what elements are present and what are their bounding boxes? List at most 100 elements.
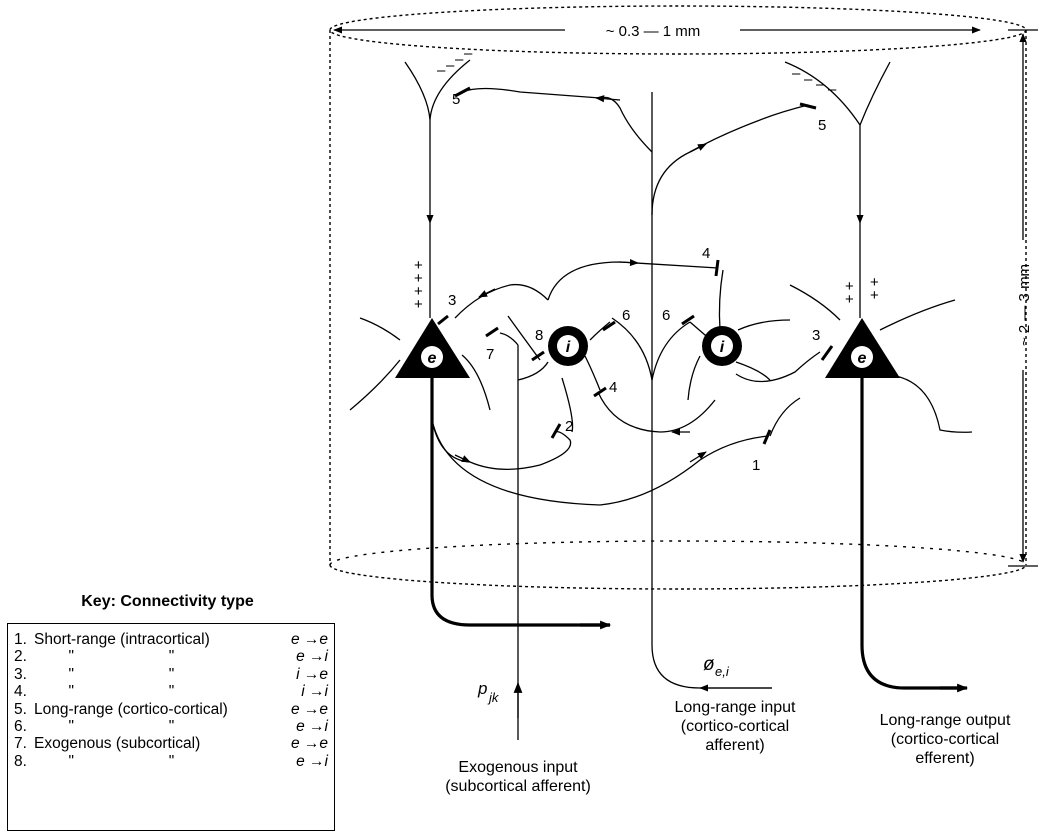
key-row-type: e →e (290, 631, 328, 648)
width-label: ~ 0.3 — 1 mm (606, 23, 701, 40)
left-pyramidal-dendrites (349, 59, 491, 411)
right-excitatory-neuron: e (825, 318, 900, 378)
synapse-number-6-left: 6 (622, 307, 630, 324)
key-row-number: 1. (14, 631, 27, 648)
right-inhibitory-neuron: i (702, 326, 742, 366)
height-dimension (1008, 29, 1038, 567)
svg-text:(cortico-cortical: (cortico-cortical (681, 718, 789, 735)
exogenous-input-axon (499, 332, 549, 740)
synapse-number-4-mid: 4 (609, 379, 617, 396)
key-row-text: " " (34, 683, 175, 701)
height-label: ~ 2 — 3 mm (1016, 264, 1033, 346)
long-range-input-caption: Long-range input (cortico-cortical affer… (675, 699, 797, 754)
svg-text:e,i: e,i (715, 664, 730, 679)
synapse-number-7: 7 (486, 346, 494, 363)
synapse-number-2: 2 (565, 418, 573, 435)
synapse-number-4-top: 4 (702, 245, 710, 262)
key-row-text: " " (34, 648, 175, 666)
key-row-type: e →e (290, 735, 328, 753)
key-row-number: 8. (14, 752, 27, 770)
key-row-type: i →i (301, 683, 328, 701)
key-row-type: e →i (296, 718, 328, 736)
svg-text:–: – (446, 57, 455, 74)
key-row: 4. " " i →i (14, 683, 328, 700)
long-range-output-caption: Long-range output (cortico-cortical effe… (880, 712, 1011, 767)
svg-text:–: – (437, 62, 446, 79)
key-row-type: e →i (296, 648, 328, 666)
synapse-numbers: 1 2 3 3 4 4 5 5 6 6 7 8 (448, 91, 826, 474)
synapse-number-6-right: 6 (662, 307, 670, 324)
short-range-collaterals (431, 419, 769, 506)
svg-text:+: + (870, 274, 879, 291)
svg-text:+: + (870, 287, 879, 304)
key-row: 3. " " i →e (14, 666, 328, 683)
svg-text:afferent): afferent) (705, 737, 764, 754)
right-e-label: e (858, 350, 867, 367)
key-row-text: " " (34, 665, 175, 683)
right-pyramidal-dendrites (784, 61, 973, 433)
key-row-text: Exogenous (subcortical) (34, 735, 201, 753)
key-row: 7. Exogenous (subcortical) e →e (14, 735, 328, 752)
key-row-type: i →e (296, 665, 328, 683)
right-i-label: i (720, 339, 725, 356)
key-row-number: 4. (14, 683, 27, 701)
svg-text:(cortico-cortical: (cortico-cortical (891, 731, 999, 748)
svg-text:–: – (816, 76, 825, 93)
left-e-label: e (428, 350, 437, 367)
synapse-number-3-left: 3 (448, 292, 456, 309)
synapse-marks (437, 86, 834, 445)
key-row-text: Long-range (cortico-cortical) (34, 700, 228, 718)
key-row-text: " " (34, 718, 175, 736)
signal-p-label: p jk (477, 679, 500, 705)
left-excitatory-neuron: e (395, 318, 470, 378)
svg-text:Exogenous input: Exogenous input (458, 759, 578, 776)
svg-text:–: – (804, 71, 813, 88)
cylinder-bottom-rim (329, 564, 1027, 590)
cylinder-bottom-rim-back (329, 540, 1027, 566)
svg-text:–: – (828, 81, 837, 98)
synapse-number-8: 8 (535, 327, 543, 344)
key-row-number: 7. (14, 735, 27, 753)
svg-text:jk: jk (487, 690, 500, 705)
synapse-number-1: 1 (752, 457, 760, 474)
key-row: 5. Long-range (cortico-cortical) e →e (14, 701, 328, 718)
key-row-number: 6. (14, 718, 27, 736)
svg-text:(subcortical afferent): (subcortical afferent) (445, 778, 591, 795)
key-row-type: e →e (290, 700, 328, 718)
long-range-input-axon (461, 87, 809, 692)
synapse-number-5-right: 5 (818, 117, 826, 134)
key-row-type: e →i (296, 752, 328, 770)
svg-text:+: + (414, 257, 423, 274)
right-output-axon (860, 378, 969, 693)
svg-text:ø: ø (703, 654, 715, 675)
charge-signs: + + + + + + + + – – – – – – – – (414, 45, 879, 313)
exogenous-input-caption: Exogenous input (subcortical afferent) (445, 759, 591, 795)
key-box: 1. Short-range (intracortical) e →e 2. "… (7, 623, 335, 831)
svg-text:–: – (455, 51, 464, 68)
column-cylinder (329, 5, 1027, 590)
inhibitory-connections (454, 258, 821, 437)
key-row: 8. " " e →i (14, 753, 328, 770)
svg-text:Long-range input: Long-range input (675, 699, 797, 716)
left-output-axon (430, 378, 612, 630)
key-row-number: 3. (14, 665, 27, 683)
synapse-number-3-right: 3 (812, 327, 820, 344)
svg-text:–: – (792, 65, 801, 82)
svg-text:Long-range output: Long-range output (880, 712, 1011, 729)
svg-text:–: – (464, 45, 473, 62)
synapse-number-5-left: 5 (452, 91, 460, 108)
key-row-text: " " (34, 752, 175, 770)
key-row: 1. Short-range (intracortical) e →e (14, 631, 328, 648)
left-i-label: i (566, 339, 571, 356)
left-inhibitory-neuron: i (548, 326, 588, 366)
key-row-number: 5. (14, 700, 27, 718)
svg-text:+: + (414, 296, 423, 313)
svg-text:efferent): efferent) (915, 750, 974, 767)
svg-text:+: + (845, 291, 854, 308)
key-row: 6. " " e →i (14, 718, 328, 735)
signal-phi-label: ø e,i (703, 654, 730, 679)
key-row-text: Short-range (intracortical) (34, 631, 210, 648)
svg-text:+: + (414, 283, 423, 300)
svg-text:+: + (414, 270, 423, 287)
